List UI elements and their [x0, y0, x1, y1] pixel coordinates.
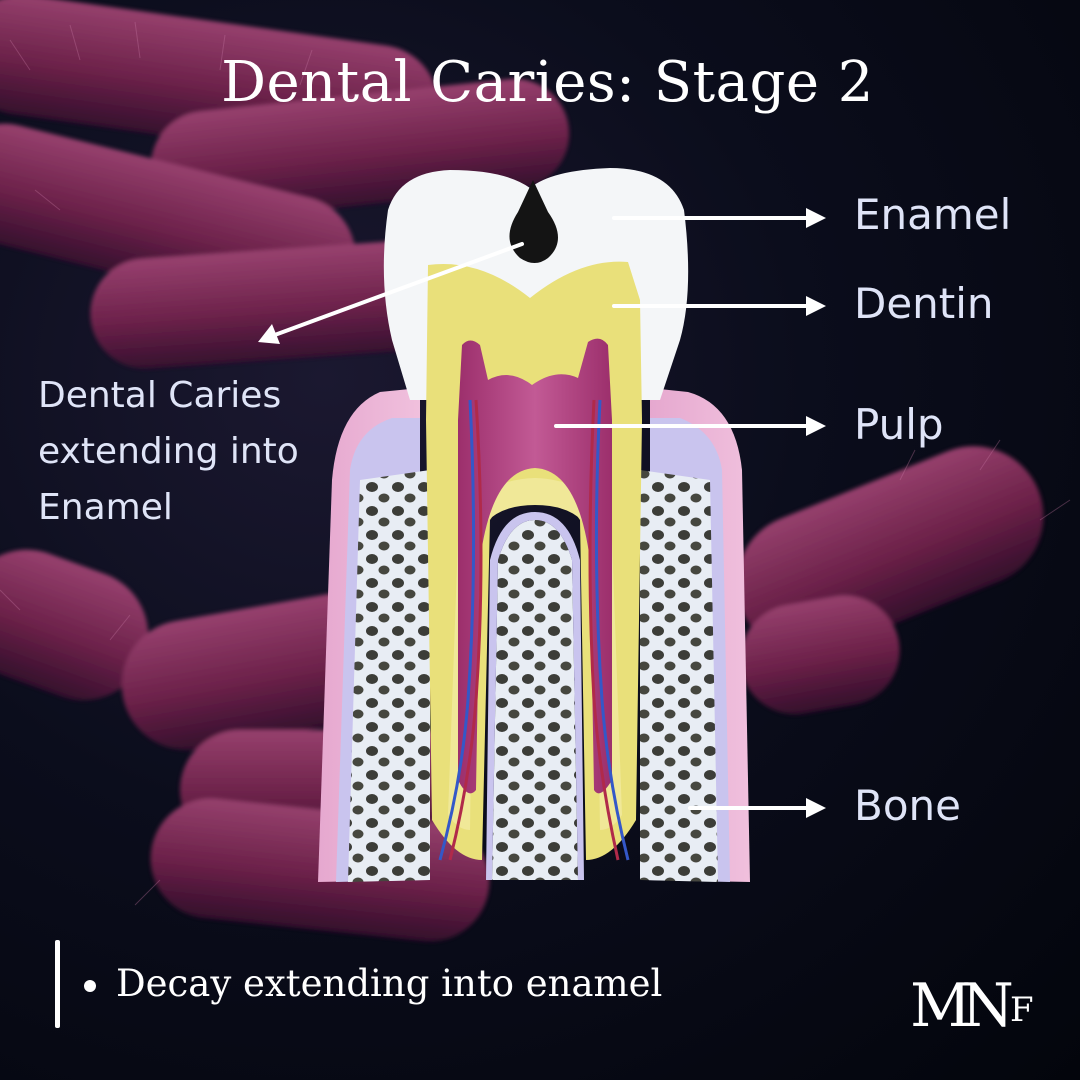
arrow-right-icon: [806, 208, 826, 228]
arrow-right-icon: [806, 416, 826, 436]
arrow-down-left-icon: [258, 324, 280, 344]
label-pulp: Pulp: [854, 400, 944, 449]
page-title: Dental Caries: Stage 2: [221, 50, 874, 115]
label-enamel: Enamel: [854, 190, 1012, 239]
bullet-dot-icon: [84, 980, 96, 992]
arrow-right-icon: [806, 798, 826, 818]
label-bone: Bone: [854, 781, 961, 830]
brand-logo: MN: [910, 971, 1014, 1041]
bullet-item: Decay extending into enamel: [116, 962, 663, 1005]
label-dentin: Dentin: [854, 279, 994, 328]
brand-logo-sup: F: [1010, 990, 1034, 1030]
arrow-right-icon: [806, 296, 826, 316]
label-caries: Dental Caries extending into Enamel: [38, 375, 299, 528]
bullet-divider: [55, 940, 60, 1028]
